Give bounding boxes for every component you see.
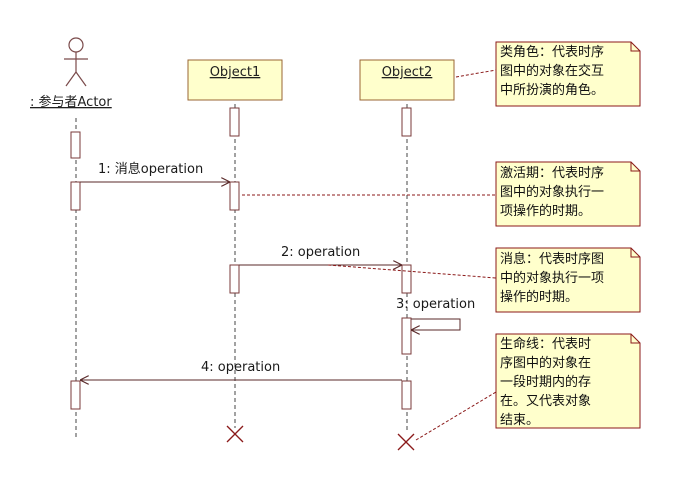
note-fold xyxy=(630,162,640,172)
note-text-line: 项操作的时期。 xyxy=(500,203,591,219)
note-text-line: 一段时期内的存 xyxy=(500,374,591,390)
object2-label: Object2 xyxy=(382,65,433,80)
activation-bar xyxy=(229,264,240,294)
note-text-line: 在。又代表对象 xyxy=(500,394,591,409)
activation-bar xyxy=(401,264,412,294)
object1-box[interactable] xyxy=(187,59,283,101)
activation-bar xyxy=(401,380,412,410)
note-fold xyxy=(630,42,640,52)
message-label-4: 4: operation xyxy=(201,360,280,375)
activation-bar xyxy=(401,317,412,355)
note-anchor-line xyxy=(415,391,497,441)
note-text-line: 操作的时期。 xyxy=(500,289,578,305)
note-text-line: 图中的对象执行一 xyxy=(500,184,604,200)
actor-figure[interactable] xyxy=(64,37,88,87)
note-lifeline[interactable] xyxy=(495,333,641,429)
destroy-x-mark xyxy=(397,433,415,451)
note-text-line: 类角色：代表时序 xyxy=(500,44,604,60)
message-label-2: 2: operation xyxy=(281,245,360,260)
note-text-line: 激活期：代表时序 xyxy=(500,166,604,181)
note-text-line: 消息：代表时序图 xyxy=(500,251,604,267)
message-label-3: 3: operation xyxy=(396,297,475,312)
note-text-line: 序图中的对象在 xyxy=(500,355,591,371)
note-text-line: 中所扮演的角色。 xyxy=(500,82,604,98)
note-activation[interactable] xyxy=(495,161,641,227)
activation-bar xyxy=(70,380,81,410)
note-class-role[interactable] xyxy=(495,41,641,107)
actor-label: : 参与者Actor xyxy=(30,94,112,110)
note-anchor-line xyxy=(455,69,497,78)
note-message[interactable] xyxy=(495,247,641,313)
note-text-line: 图中的对象在交互 xyxy=(500,63,604,79)
activation-bar xyxy=(229,181,240,211)
activation-bar xyxy=(70,131,81,159)
object2-box[interactable] xyxy=(359,59,455,101)
note-text-line: 中的对象执行一项 xyxy=(500,270,604,286)
activation-bar xyxy=(70,181,81,211)
message-arrow-3[interactable] xyxy=(411,318,461,330)
note-fold xyxy=(630,248,640,258)
activation-bar xyxy=(229,107,240,137)
object1-label: Object1 xyxy=(210,65,261,80)
destroy-x-mark xyxy=(226,425,244,443)
note-text-line: 生命线：代表时 xyxy=(500,336,591,352)
activation-bar xyxy=(401,107,412,137)
message-label-1: 1: 消息operation xyxy=(98,161,203,177)
note-text-line: 结束。 xyxy=(500,413,539,428)
note-anchor-line xyxy=(327,264,497,279)
note-fold xyxy=(630,334,640,344)
